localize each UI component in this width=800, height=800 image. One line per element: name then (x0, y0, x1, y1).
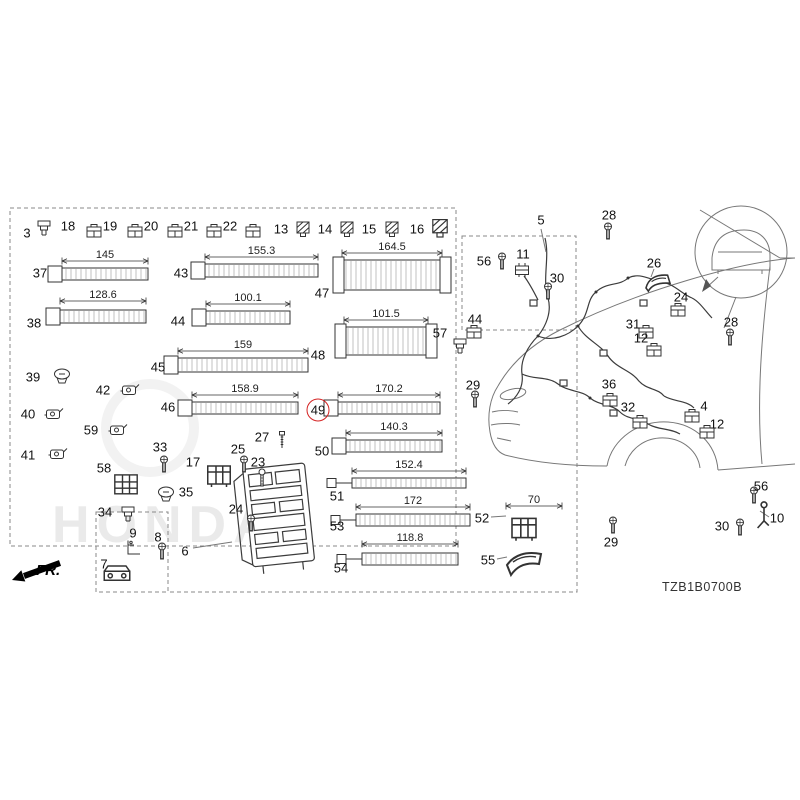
dimension: 155.3 (190, 245, 319, 280)
dimension-label: 155.3 (248, 245, 276, 257)
fr-arrow-icon (12, 560, 62, 582)
dimension-label: 70 (528, 494, 540, 506)
dimension-label: 101.5 (372, 308, 400, 320)
uclip-icon (86, 224, 102, 238)
relaybox-icon (114, 474, 138, 495)
uclip-icon (466, 325, 482, 339)
push-icon (340, 221, 354, 237)
dimension-label: 172 (404, 495, 422, 507)
uclip-icon (206, 224, 222, 238)
push-icon (385, 221, 399, 237)
bolt-icon (726, 328, 734, 346)
bracketclip-icon (44, 408, 64, 419)
bolt-icon (544, 282, 552, 300)
dimension-label: 145 (96, 249, 114, 261)
dimension: 152.4 (326, 459, 467, 489)
dimension: 172 (330, 495, 471, 527)
dimension: 70 (505, 494, 563, 510)
uclip-icon (632, 415, 648, 429)
dimension-label: 164.5 (378, 241, 406, 253)
boxbracket-icon (511, 517, 537, 542)
dimension: 170.2 (323, 383, 441, 417)
detail-inset (694, 205, 788, 329)
dimension: 118.8 (336, 532, 459, 566)
cover-icon (645, 274, 671, 293)
plate-icon (103, 565, 131, 581)
dimension: 100.1 (191, 292, 291, 327)
uclip-icon (699, 425, 715, 439)
uclip-icon (670, 303, 686, 317)
bracketclip-icon (48, 448, 68, 459)
dimension: 164.5 (332, 241, 452, 294)
dimension-label: 152.4 (395, 459, 423, 471)
clip-icon (37, 220, 51, 236)
fr-label: FR. (36, 562, 61, 579)
dimension-label: 118.8 (397, 532, 424, 544)
dimension-label: 170.2 (375, 383, 403, 395)
grommet-icon (54, 368, 70, 384)
dimension-label: 140.3 (380, 421, 408, 433)
uclip-icon (602, 393, 618, 407)
screw-icon (279, 431, 285, 449)
connector-icon (515, 262, 529, 278)
push-icon (432, 219, 448, 238)
bolt-icon (736, 518, 744, 536)
uclip-icon (638, 325, 654, 339)
dimension: 158.9 (177, 383, 299, 417)
uclip-icon (167, 224, 183, 238)
push-icon (296, 221, 310, 237)
uclip-icon (684, 409, 700, 423)
dimension-label: 158.9 (231, 383, 259, 395)
dimension: 101.5 (334, 308, 438, 359)
bolt-icon (604, 222, 612, 240)
dimension-label: 128.6 (89, 289, 117, 301)
duct-icon (506, 552, 542, 576)
bolt-icon (609, 516, 617, 534)
dimension: 159 (163, 339, 309, 375)
stay-icon (756, 501, 770, 529)
dimension-label: 159 (234, 339, 252, 351)
bolt-icon (750, 486, 758, 504)
part-code: TZB1B0700B (662, 580, 743, 594)
dimension-label: 100.1 (234, 292, 262, 304)
uclip-icon (245, 224, 261, 238)
car-sketch (488, 209, 796, 471)
uclip-icon (127, 224, 143, 238)
engine-harness-sketch (507, 237, 713, 435)
bracketclip-icon (108, 424, 128, 435)
dimension: 140.3 (331, 421, 443, 455)
dimension: 145 (47, 249, 149, 283)
bolt-icon (471, 390, 479, 408)
dimension: 128.6 (45, 289, 147, 326)
uclip-icon (646, 343, 662, 357)
bolt-icon (498, 252, 506, 270)
boxbracket-icon (207, 465, 231, 488)
